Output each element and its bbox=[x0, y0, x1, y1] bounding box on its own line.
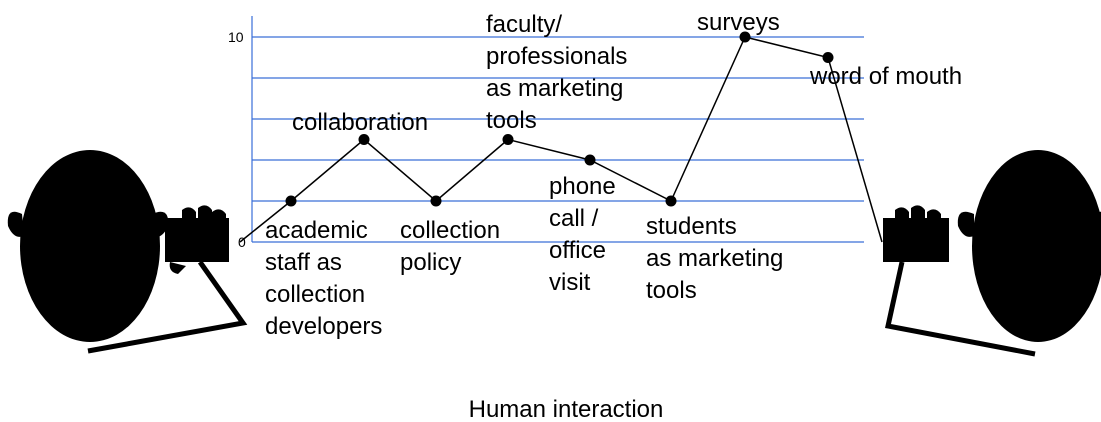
data-point bbox=[584, 154, 596, 166]
data-label-line: tools bbox=[486, 107, 537, 134]
right-person-icon bbox=[883, 150, 1101, 357]
data-label-line: developers bbox=[265, 313, 382, 340]
data-labels: academic staff as collection developers coll… bbox=[265, 9, 962, 340]
data-point bbox=[285, 195, 297, 207]
data-points bbox=[285, 31, 834, 207]
data-point bbox=[430, 195, 442, 207]
data-label-line: professionals bbox=[486, 43, 627, 70]
data-label-line: as marketing bbox=[646, 245, 783, 272]
caption: Human interaction bbox=[469, 396, 664, 422]
data-label-line: word of mouth bbox=[809, 63, 962, 90]
data-label-line: call / bbox=[549, 205, 599, 232]
data-label-line: surveys bbox=[697, 9, 780, 36]
data-label: word of mouth bbox=[809, 63, 962, 90]
data-point bbox=[502, 134, 514, 145]
data-label-line: collaboration bbox=[292, 109, 428, 136]
data-label-line: tools bbox=[646, 277, 697, 304]
data-label-line: collection bbox=[265, 281, 365, 308]
data-point bbox=[822, 52, 834, 63]
data-label: faculty/professionals as marketing tools bbox=[486, 11, 627, 134]
data-label-line: faculty/ bbox=[486, 11, 562, 38]
data-label: collaboration bbox=[292, 109, 428, 136]
grid-lines bbox=[252, 36, 864, 243]
data-label-line: collection bbox=[400, 217, 500, 244]
data-label: phone call / office visit bbox=[549, 173, 616, 296]
data-label: surveys bbox=[697, 9, 780, 36]
y-tick-label-0: 0 bbox=[238, 234, 246, 250]
y-tick-label-10: 10 bbox=[228, 29, 244, 45]
series-line bbox=[239, 36, 883, 243]
data-point bbox=[665, 195, 677, 207]
left-person-icon bbox=[7, 150, 248, 354]
data-label-line: students bbox=[646, 213, 737, 240]
data-label-line: academic bbox=[265, 217, 368, 244]
data-point bbox=[358, 134, 370, 145]
data-point bbox=[739, 31, 751, 43]
data-label-line: staff as bbox=[265, 249, 342, 276]
data-label-line: phone bbox=[549, 173, 616, 200]
data-label-line: as marketing bbox=[486, 75, 623, 102]
data-label-line: office bbox=[549, 237, 606, 264]
data-label-line: policy bbox=[400, 249, 461, 276]
data-label-line: visit bbox=[549, 269, 591, 296]
data-label: students as marketing tools bbox=[646, 213, 783, 304]
data-label: collection policy bbox=[400, 217, 500, 276]
data-label: academic staff as collection developers bbox=[265, 217, 382, 340]
